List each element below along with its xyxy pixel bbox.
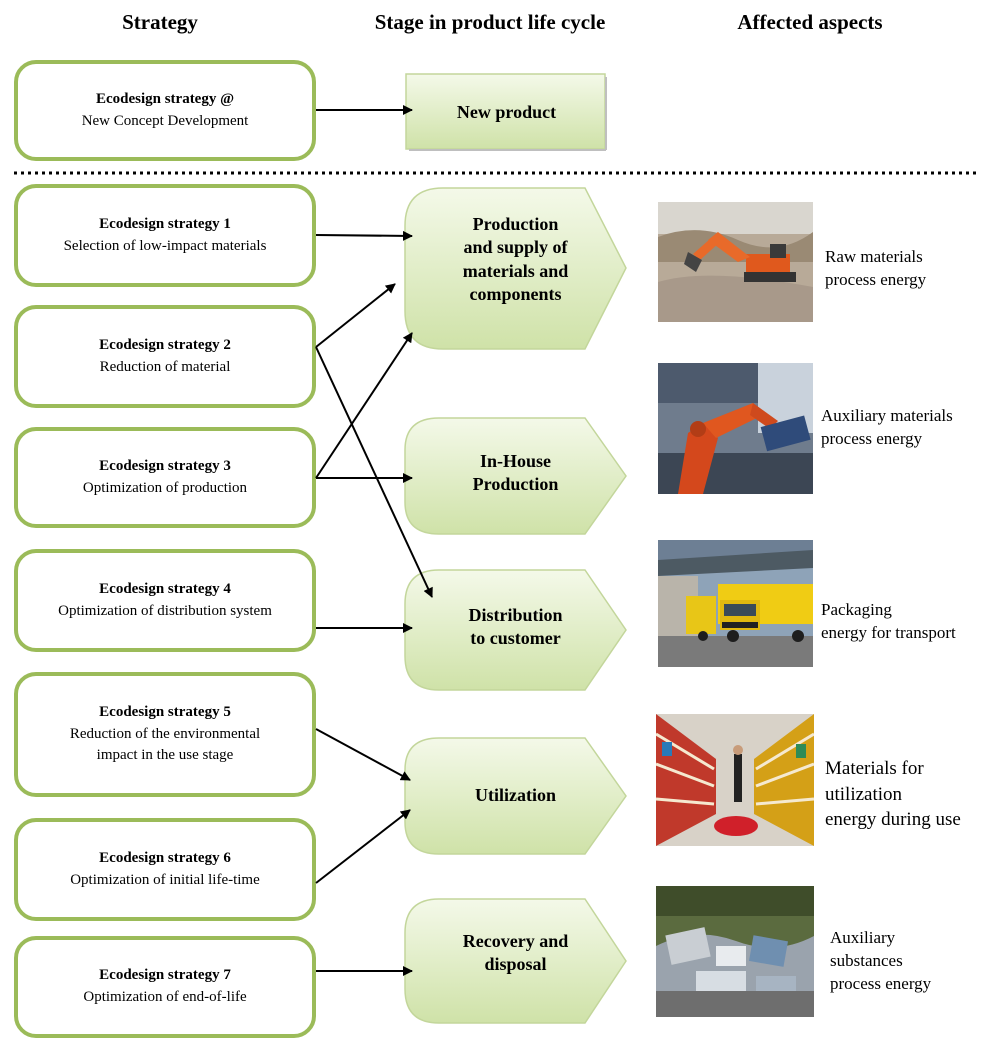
strategy-title: Ecodesign strategy 6 bbox=[99, 849, 231, 866]
strategy-description-line: Reduction of the environmental bbox=[69, 725, 261, 742]
strategy-description: Optimization of distribution system bbox=[58, 602, 272, 619]
arrow-strategy3-to-production bbox=[315, 332, 413, 479]
arrow-strategy6-to-utilization bbox=[315, 809, 411, 884]
aspect-line: substances bbox=[830, 950, 903, 970]
column-header-stage: Stage in product life cycle bbox=[374, 10, 606, 34]
strategy-title: Ecodesign strategy 2 bbox=[99, 336, 231, 353]
aspect-line: utilization bbox=[825, 783, 903, 805]
strategy-description: Optimization of initial life-time bbox=[70, 871, 260, 888]
stage-label-line: In-House bbox=[479, 450, 551, 471]
supermarket-aisle-photo bbox=[656, 714, 814, 846]
stage-label-line: Recovery and bbox=[462, 930, 569, 951]
strategy-title: Ecodesign strategy 5 bbox=[99, 703, 231, 720]
strategy-description: Optimization of end-of-life bbox=[83, 989, 247, 1005]
strategy-title: Ecodesign strategy 7 bbox=[99, 967, 231, 984]
stage-shape bbox=[404, 187, 627, 350]
strategy-box-6: Ecodesign strategy 6 Optimization of ini… bbox=[14, 818, 316, 921]
aspect-packaging: Packaging energy for transport bbox=[821, 599, 956, 645]
stage-new-product: New product bbox=[405, 73, 608, 152]
strategy-box-2: Ecodesign strategy 2 Reduction of materi… bbox=[14, 305, 316, 408]
industrial-robot-photo bbox=[658, 363, 813, 494]
strategy-title: Ecodesign strategy @ bbox=[95, 90, 235, 107]
strategy-box-7: Ecodesign strategy 7 Optimization of end… bbox=[14, 936, 316, 1038]
strategy-box-1: Ecodesign strategy 1 Selection of low-im… bbox=[14, 184, 316, 287]
aspect-line: process energy bbox=[830, 973, 932, 993]
aspect-raw-materials: Raw materials process energy bbox=[825, 246, 926, 292]
aspect-line: process energy bbox=[821, 428, 923, 448]
aspect-line: energy for transport bbox=[821, 622, 956, 642]
aspect-line: Auxiliary materials bbox=[821, 406, 953, 425]
stage-label: In-House Production bbox=[473, 450, 559, 497]
arrow-strategy2-to-production bbox=[315, 283, 396, 348]
excavator-photo bbox=[658, 202, 813, 322]
arrow-strategy1-to-production bbox=[315, 230, 413, 241]
stage-label-line: disposal bbox=[484, 954, 547, 974]
strategy-box-new-concept: Ecodesign strategy @ New Concept Develop… bbox=[14, 60, 316, 161]
waste-dump-photo bbox=[656, 886, 814, 1017]
strategy-box-3: Ecodesign strategy 3 Optimization of pro… bbox=[14, 427, 316, 528]
stage-label: Production and supply of materials and c… bbox=[463, 213, 569, 307]
aspect-line: process energy bbox=[825, 269, 927, 289]
strategy-title: Ecodesign strategy 4 bbox=[99, 580, 231, 597]
arrow-strategy5-to-utilization bbox=[315, 728, 411, 781]
aspect-line: energy during use bbox=[825, 809, 961, 831]
aspect-auxiliary-materials: Auxiliary materials process energy bbox=[821, 405, 953, 451]
strategy-description-line: impact in the use stage bbox=[96, 747, 234, 764]
stage-label-line: Production bbox=[472, 213, 559, 234]
stage-label: Utilization bbox=[475, 785, 556, 806]
strategy-description: New Concept Development bbox=[81, 112, 249, 129]
strategy-box-4: Ecodesign strategy 4 Optimization of dis… bbox=[14, 549, 316, 652]
strategy-description: Reduction of material bbox=[99, 358, 231, 375]
stage-label: New product bbox=[456, 101, 557, 122]
stage-label: Distribution to customer bbox=[468, 604, 562, 651]
stage-shape bbox=[404, 898, 627, 1024]
aspect-line: Raw materials bbox=[825, 247, 923, 266]
stage-label: Recovery and disposal bbox=[463, 930, 568, 977]
aspect-line: Materials for bbox=[825, 758, 924, 779]
stage-utilization: Utilization bbox=[403, 736, 628, 856]
column-header-aspects: Affected aspects bbox=[737, 10, 883, 34]
stage-label-line: components bbox=[469, 283, 562, 304]
strategy-title: Ecodesign strategy 3 bbox=[99, 457, 231, 474]
aspect-line: Packaging bbox=[821, 600, 892, 619]
column-header-strategy: Strategy bbox=[122, 10, 198, 34]
aspect-auxiliary-substances: Auxiliary substances process energy bbox=[830, 927, 931, 996]
stage-in-house-production: In-House Production bbox=[403, 416, 628, 536]
strategy-box-5: Ecodesign strategy 5 Reduction of the en… bbox=[14, 672, 316, 797]
delivery-trucks-photo bbox=[658, 540, 813, 667]
stage-label-line: Production bbox=[472, 474, 559, 494]
stage-production-and-supply: Production and supply of materials and c… bbox=[403, 186, 628, 351]
stage-distribution: Distribution to customer bbox=[403, 568, 628, 692]
stage-label-line: materials and bbox=[462, 260, 569, 281]
stage-label-line: Distribution bbox=[468, 604, 563, 625]
stage-label-line: to customer bbox=[470, 628, 561, 648]
stage-recovery-and-disposal: Recovery and disposal bbox=[403, 897, 628, 1025]
strategy-description: Optimization of production bbox=[82, 479, 248, 496]
stage-shape bbox=[405, 73, 607, 151]
stage-label-line: and supply of bbox=[463, 237, 568, 258]
aspect-line: Auxiliary bbox=[830, 928, 896, 947]
aspect-materials-for-utilization: Materials for utilization energy during … bbox=[825, 756, 961, 833]
strategy-title: Ecodesign strategy 1 bbox=[99, 215, 231, 232]
strategy-description: Selection of low-impact materials bbox=[63, 237, 267, 254]
